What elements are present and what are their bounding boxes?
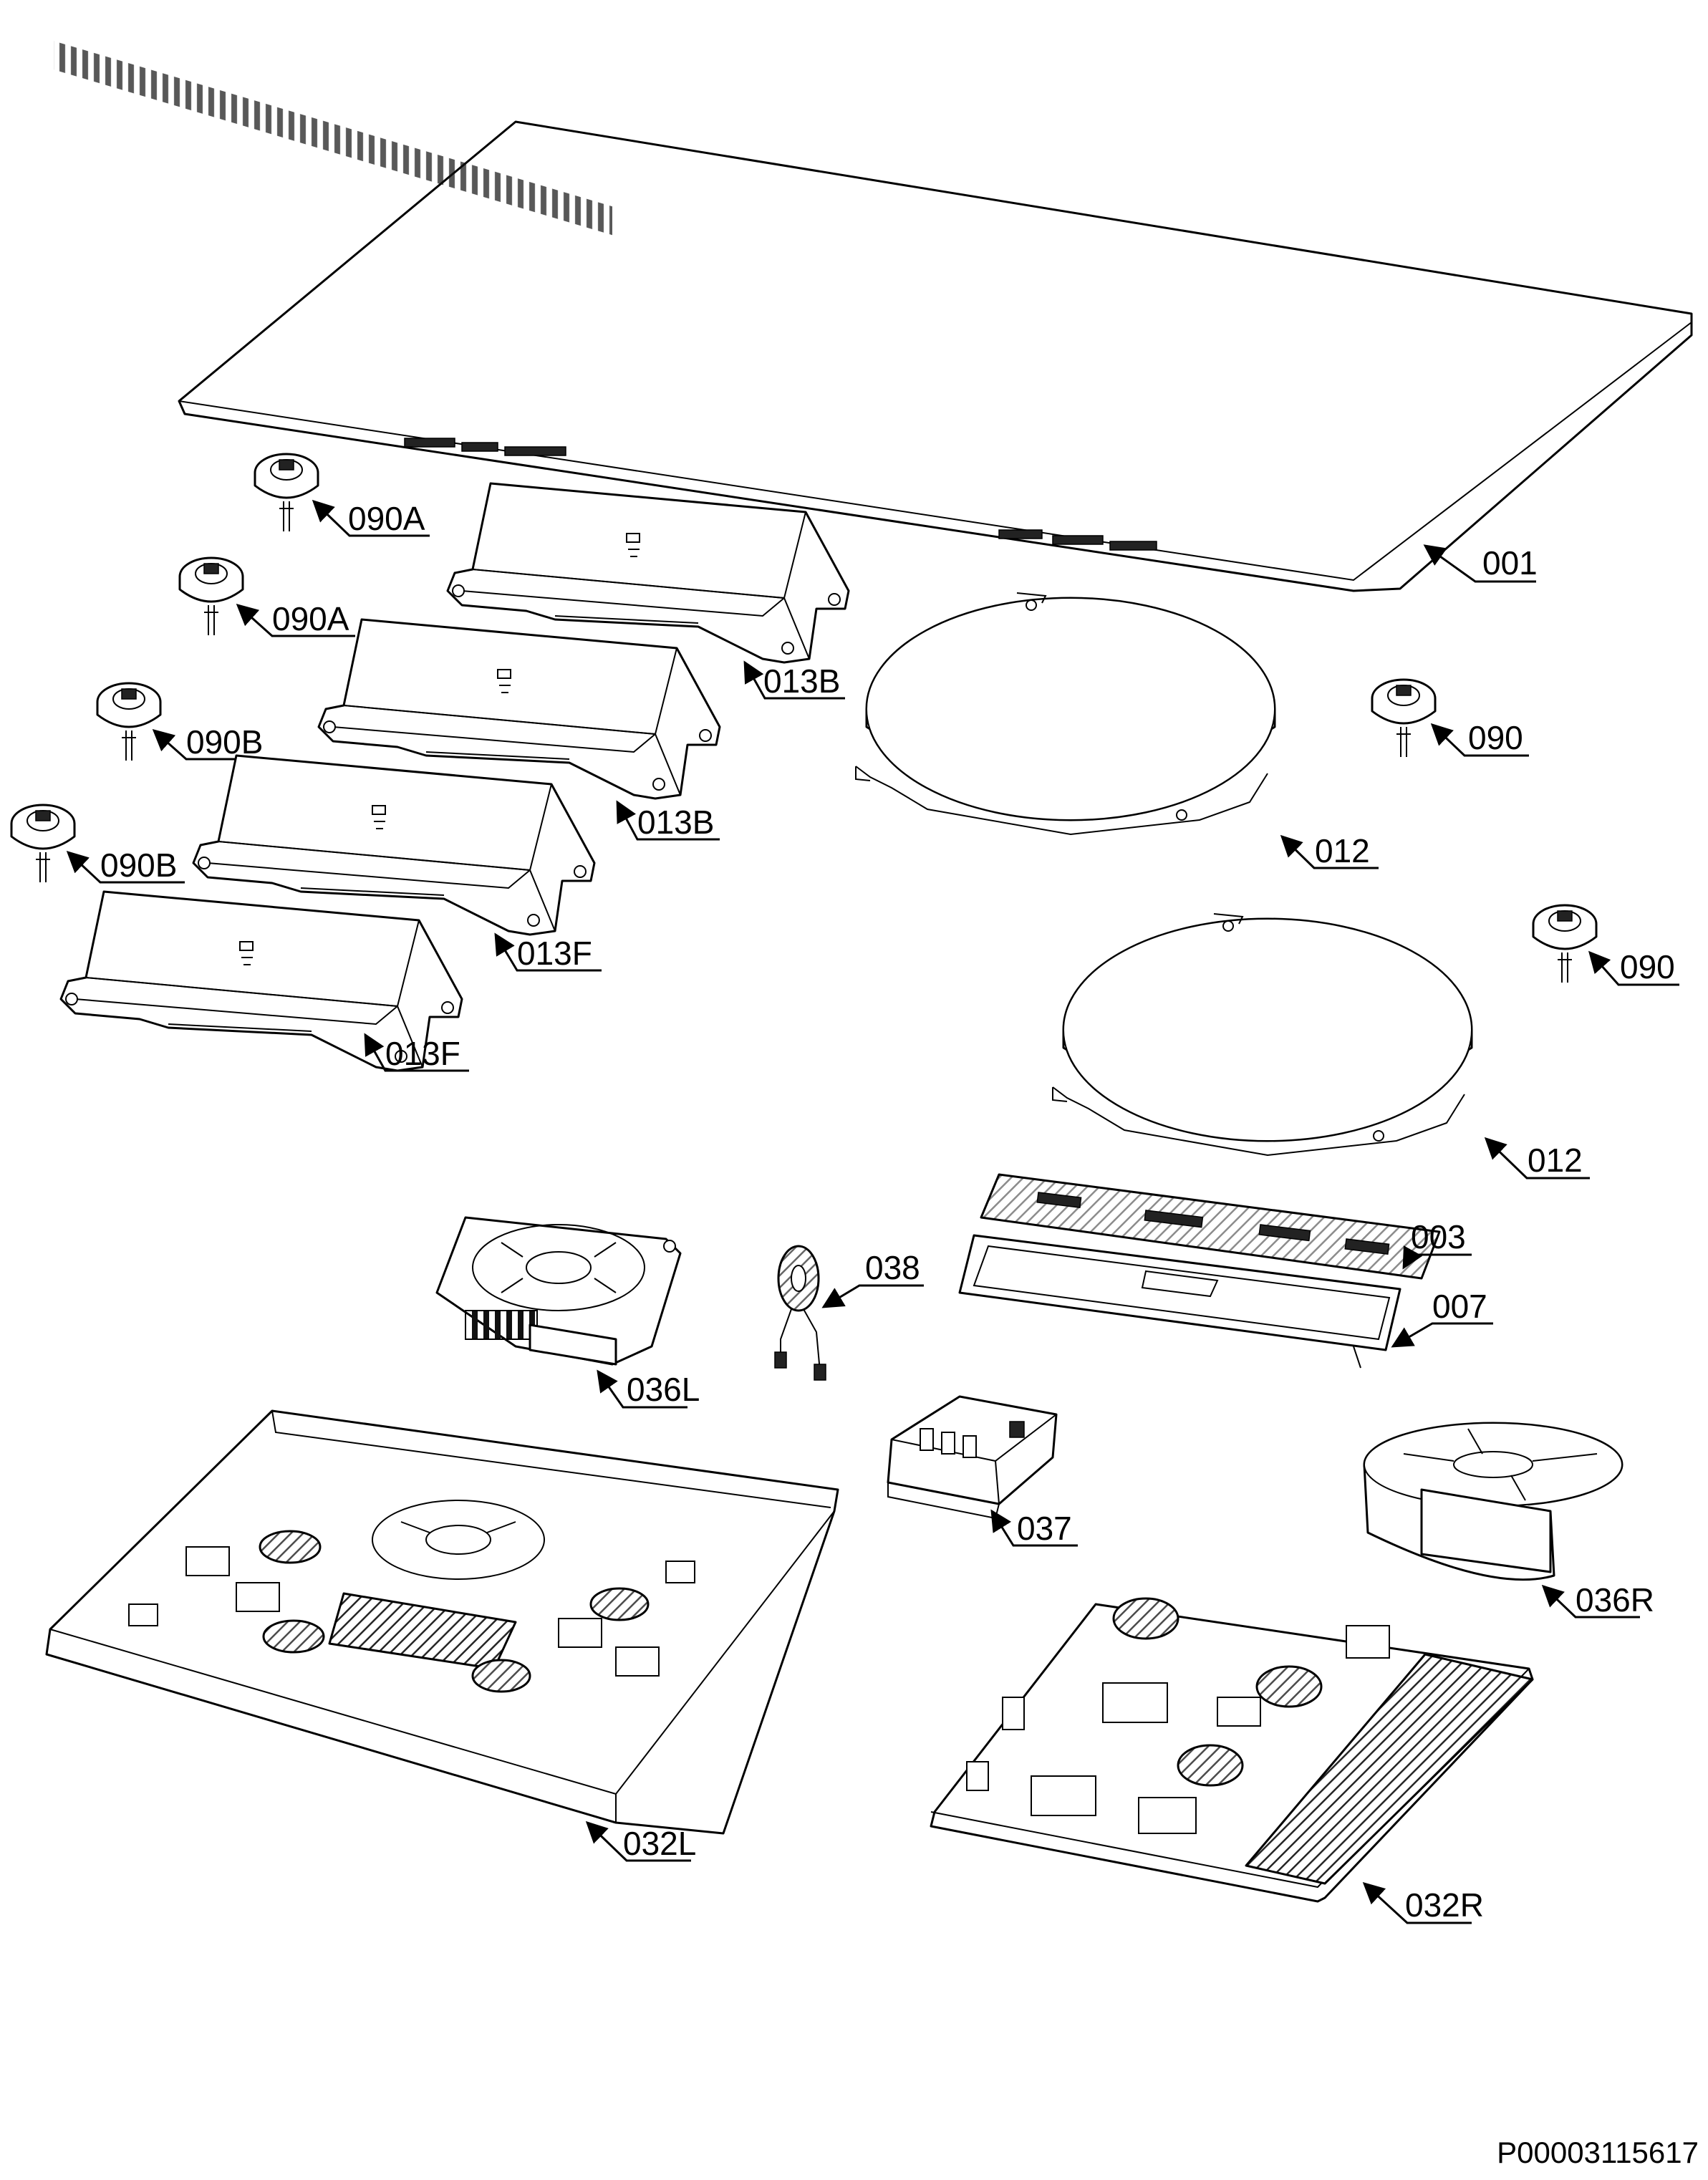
knob-090B-upper [96, 682, 162, 762]
callout-090-upper-label: 090 [1468, 719, 1523, 756]
power-board-032R-toroids [1112, 1597, 1323, 1787]
callout-036R-label: 036R [1576, 1581, 1654, 1619]
glass-top-001 [178, 120, 1693, 592]
callout-013F-lower: 013F [364, 1033, 469, 1072]
power-board-032R [930, 1597, 1534, 1903]
callout-013B-upper-label: 013B [763, 662, 840, 700]
callout-090A-upper: 090A [312, 499, 430, 537]
document-id: P00003115617 [1497, 2136, 1699, 2169]
callout-036R: 036R [1541, 1581, 1654, 1619]
callout-003-label: 003 [1411, 1218, 1466, 1255]
knob-090A-lower [178, 556, 244, 637]
assembly-032L-toroids [259, 1530, 650, 1693]
callout-032L-label: 032L [623, 1825, 696, 1862]
callout-012-upper-label: 012 [1315, 832, 1370, 869]
callout-090-lower: 090 [1588, 948, 1679, 986]
callout-013F-lower-label: 013F [385, 1035, 460, 1072]
callout-001-label: 001 [1482, 544, 1538, 582]
callout-013F-upper-label: 013F [517, 935, 592, 972]
callout-090B-upper: 090B [152, 723, 269, 761]
electronics-assembly-032L [45, 41, 839, 1835]
callout-013B-lower: 013B [616, 800, 720, 841]
knob-090B-lower [10, 804, 76, 884]
callout-012-lower-label: 012 [1528, 1142, 1583, 1179]
callout-012-upper: 012 [1280, 832, 1379, 869]
terminal-block-037 [887, 1395, 1058, 1520]
callout-013F-upper: 013F [494, 932, 602, 972]
control-board-003 [980, 1173, 1441, 1280]
callout-090B-lower-label: 090B [100, 847, 177, 884]
callout-090A-lower-label: 090A [272, 600, 349, 637]
callout-032R-label: 032R [1405, 1886, 1484, 1924]
assembly-032L-fan [372, 1500, 545, 1580]
callout-007-label: 007 [1432, 1288, 1487, 1325]
callout-007: 007 [1391, 1288, 1493, 1348]
knob-090-upper [1371, 678, 1437, 758]
callout-001: 001 [1423, 544, 1538, 583]
ferrite-coil-038 [774, 1245, 826, 1381]
callout-036L-label: 036L [627, 1371, 700, 1408]
power-board-032R-heatsink [1245, 1653, 1534, 1885]
callout-090A-upper-label: 090A [348, 500, 425, 537]
glass-top-tabs [404, 438, 1157, 551]
coil-plate-012-lower [1051, 912, 1473, 1157]
assembly-032L-heatsink [328, 1592, 517, 1670]
callout-032L: 032L [585, 1820, 696, 1862]
coil-plate-012-upper [854, 592, 1276, 836]
callout-013B-lower-label: 013B [637, 804, 714, 841]
callout-037: 037 [990, 1509, 1078, 1547]
cooling-fan-036R [1363, 1422, 1623, 1581]
knob-090A-upper [254, 453, 319, 533]
assembly-032L-components [128, 1546, 695, 1677]
callout-013B-upper: 013B [743, 660, 845, 700]
callout-090B-lower: 090B [66, 847, 185, 884]
callout-090A-lower: 090A [236, 600, 355, 637]
cooling-fan-036L [435, 1216, 682, 1366]
knob-090-lower [1532, 904, 1598, 984]
callout-003: 003 [1402, 1218, 1472, 1270]
callout-090-lower-label: 090 [1620, 948, 1675, 985]
callout-037-label: 037 [1017, 1510, 1072, 1547]
callout-090-upper: 090 [1430, 719, 1529, 757]
callout-012-lower: 012 [1484, 1137, 1590, 1180]
callout-038: 038 [821, 1249, 924, 1308]
power-board-032R-components [966, 1625, 1390, 1834]
callout-032R: 032R [1362, 1881, 1484, 1924]
callout-036L: 036L [597, 1369, 700, 1409]
callout-090B-upper-label: 090B [186, 723, 263, 761]
callout-038-label: 038 [865, 1249, 920, 1286]
control-frame-007 [958, 1234, 1401, 1369]
